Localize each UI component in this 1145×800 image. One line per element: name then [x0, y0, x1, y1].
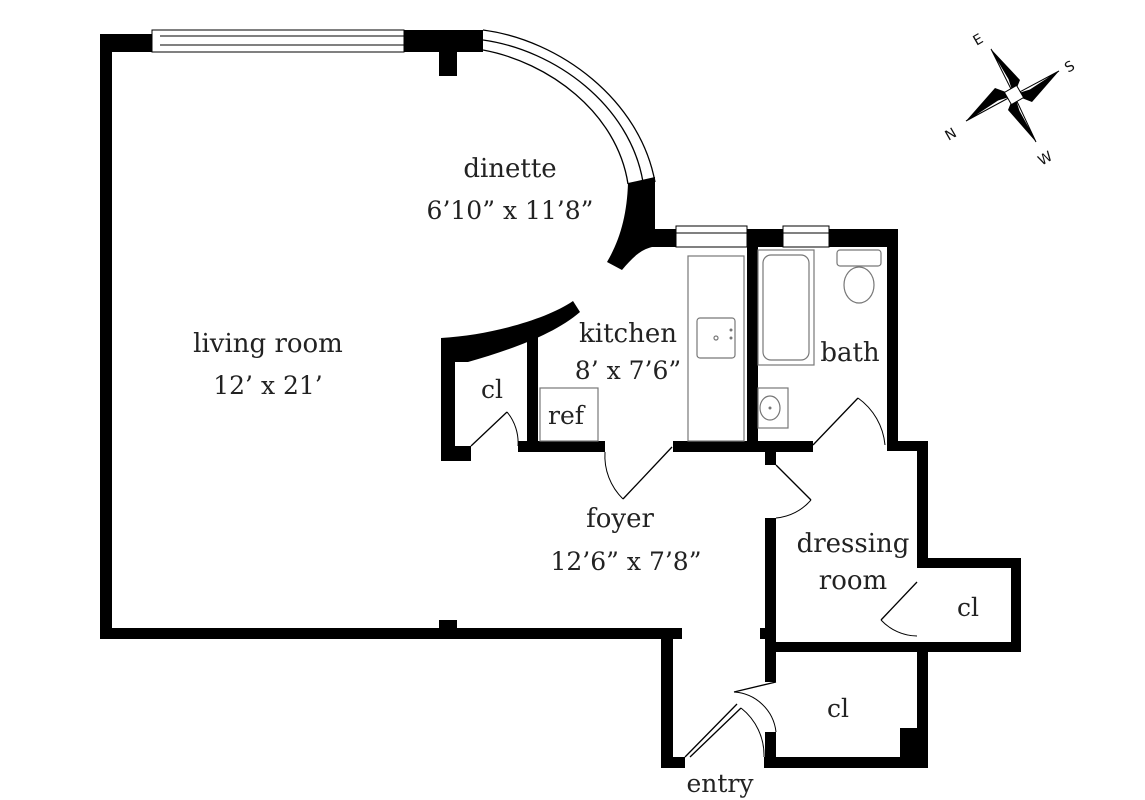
dinette-curved-wall [607, 177, 676, 270]
bath-sink [757, 387, 789, 429]
toilet [836, 249, 882, 304]
foyer-dimensions: 12’6” x 7’8” [551, 547, 702, 576]
dressing-room-label-line1: dressing [797, 529, 910, 559]
living-room-label: living room [193, 329, 343, 359]
exterior-walls [100, 30, 1021, 768]
closet-entry-label: cl [827, 694, 849, 723]
bath-label: bath [820, 338, 880, 368]
closet-living-label: cl [481, 375, 503, 404]
doors [470, 397, 918, 758]
dressing-room-label-line2: room [819, 566, 887, 596]
living-room-dimensions: 12’ x 21’ [213, 371, 323, 400]
living-room-window [151, 29, 405, 53]
compass-east-label: E [970, 31, 986, 49]
kitchen-label: kitchen [579, 319, 677, 349]
dinette-dimensions: 6’10” x 11’8” [427, 196, 594, 225]
closet-dressing-label: cl [957, 593, 979, 622]
refrigerator [539, 387, 599, 442]
top-windows [675, 225, 830, 248]
refrigerator-label: ref [548, 401, 586, 430]
interior-walls [441, 229, 928, 768]
kitchen-counter [687, 255, 745, 442]
compass-icon [965, 48, 1060, 143]
compass-south-label: S [1062, 58, 1078, 76]
bathtub [757, 249, 815, 366]
kitchen-dimensions: 8’ x 7’6” [575, 356, 681, 385]
compass-west-label: W [1035, 148, 1055, 169]
compass-north-label: N [942, 125, 959, 144]
dinette-curved-window [482, 29, 656, 185]
foyer-label: foyer [586, 504, 654, 534]
dinette-label: dinette [463, 154, 556, 184]
entry-label: entry [686, 769, 754, 798]
